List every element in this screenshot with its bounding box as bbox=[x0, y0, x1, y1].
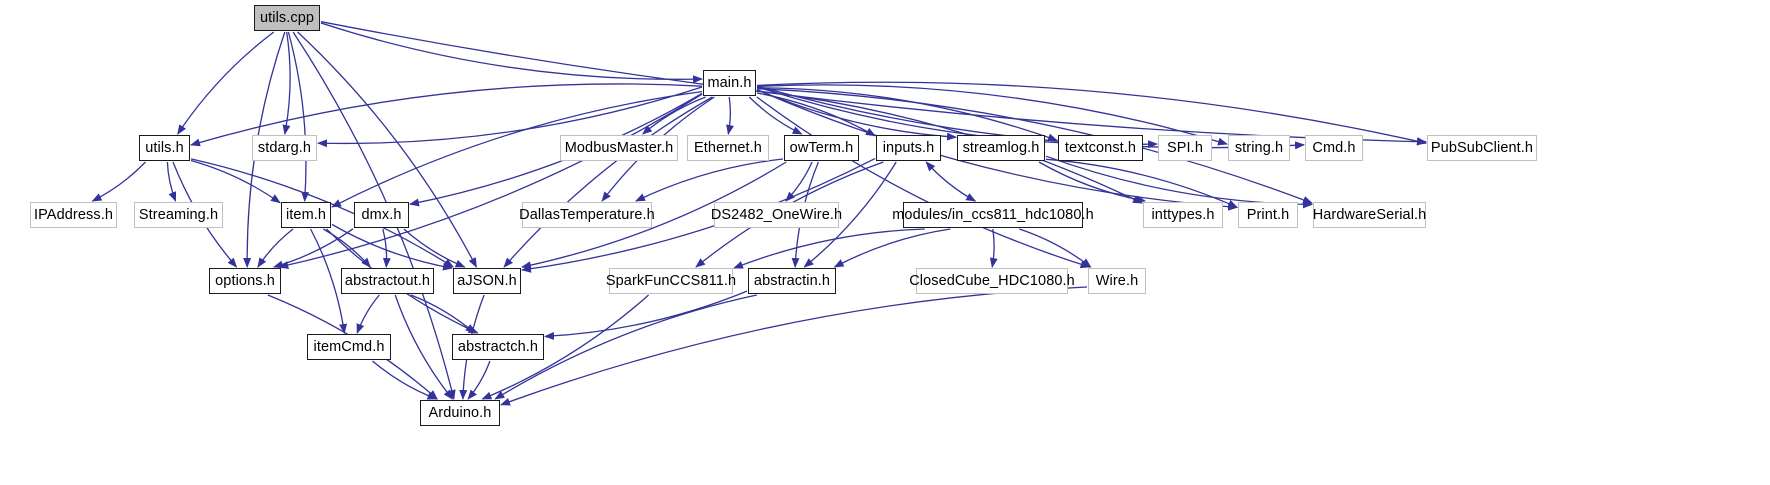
graph-edge bbox=[521, 158, 876, 273]
graph-edge bbox=[190, 83, 703, 147]
graph-edge bbox=[331, 90, 703, 208]
graph-node-closedcube-h[interactable]: ClosedCube_HDC1080.h bbox=[909, 268, 1075, 294]
graph-edge bbox=[925, 161, 977, 202]
graph-edge bbox=[756, 88, 1313, 204]
graph-node-string-h[interactable]: string.h bbox=[1228, 135, 1290, 161]
graph-edge bbox=[733, 228, 925, 269]
graph-node-modbusmaster-h[interactable]: ModbusMaster.h bbox=[560, 135, 678, 161]
graph-edge bbox=[317, 86, 703, 148]
graph-edge bbox=[756, 89, 957, 141]
graph-node-streamlog-h[interactable]: streamlog.h bbox=[957, 135, 1045, 161]
graph-edge bbox=[756, 90, 1143, 204]
graph-edge bbox=[500, 286, 1088, 406]
graph-node-itemcmd-h[interactable]: itemCmd.h bbox=[307, 334, 391, 360]
graph-node-stdarg-h[interactable]: stdarg.h bbox=[252, 135, 317, 161]
graph-node-dmx-h[interactable]: dmx.h bbox=[354, 202, 409, 228]
graph-edge bbox=[297, 31, 477, 268]
graph-node-wire-h[interactable]: Wire.h bbox=[1088, 268, 1146, 294]
graph-edge bbox=[467, 360, 491, 400]
graph-node-abstractch-h[interactable]: abstractch.h bbox=[452, 334, 544, 360]
graph-edge bbox=[635, 158, 784, 202]
graph-edge bbox=[642, 96, 706, 135]
graph-edge bbox=[91, 161, 146, 202]
graph-edge bbox=[372, 360, 438, 400]
graph-edge bbox=[785, 161, 813, 202]
graph-node-options-h[interactable]: options.h bbox=[209, 268, 281, 294]
graph-node-inttypes-h[interactable]: inttypes.h bbox=[1143, 202, 1223, 228]
graph-node-pubsubclient-h[interactable]: PubSubClient.h bbox=[1427, 135, 1537, 161]
graph-node-print-h[interactable]: Print.h bbox=[1238, 202, 1298, 228]
graph-node-dallastemp-h[interactable]: DallasTemperature.h bbox=[519, 202, 655, 228]
graph-node-owterm-h[interactable]: owTerm.h bbox=[784, 135, 859, 161]
graph-edge bbox=[756, 96, 1091, 269]
graph-edge bbox=[1019, 228, 1092, 268]
graph-node-inputs-h[interactable]: inputs.h bbox=[876, 135, 941, 161]
graph-edge bbox=[410, 294, 476, 334]
graph-node-ajson-h[interactable]: aJSON.h bbox=[453, 268, 521, 294]
graph-edge bbox=[494, 294, 757, 400]
graph-edge bbox=[382, 228, 391, 268]
graph-edge bbox=[989, 228, 998, 268]
graph-node-ipaddress-h[interactable]: IPAddress.h bbox=[30, 202, 117, 228]
graph-edge bbox=[322, 228, 371, 268]
graph-node-textconst-h[interactable]: textconst.h bbox=[1058, 135, 1143, 161]
graph-node-cmd-h[interactable]: Cmd.h bbox=[1305, 135, 1363, 161]
graph-edge bbox=[726, 96, 734, 135]
graph-edge bbox=[756, 81, 1427, 146]
graph-node-arduino-h[interactable]: Arduino.h bbox=[420, 400, 500, 426]
graph-edge bbox=[356, 294, 380, 334]
graph-node-ds2482-h[interactable]: DS2482_OneWire.h bbox=[711, 202, 842, 228]
graph-node-sparkfun-h[interactable]: SparkFunCCS811.h bbox=[606, 268, 736, 294]
graph-node-spi-h[interactable]: SPI.h bbox=[1158, 135, 1212, 161]
graph-node-streaming-h[interactable]: Streaming.h bbox=[134, 202, 223, 228]
graph-edge bbox=[833, 228, 951, 268]
graph-edge bbox=[521, 161, 787, 270]
graph-node-hardwareserial-h[interactable]: HardwareSerial.h bbox=[1313, 202, 1426, 228]
graph-edge bbox=[310, 228, 348, 334]
graph-edge bbox=[331, 223, 453, 271]
graph-edge bbox=[503, 96, 713, 268]
graph-edge bbox=[394, 294, 453, 400]
graph-edge bbox=[282, 31, 291, 135]
graph-edge bbox=[481, 294, 650, 400]
graph-edge bbox=[1038, 161, 1146, 204]
graph-edge bbox=[190, 159, 281, 204]
graph-edge bbox=[403, 228, 466, 268]
graph-edge bbox=[257, 228, 294, 268]
graph-edge bbox=[190, 158, 454, 268]
graph-edge bbox=[166, 161, 177, 202]
graph-node-utils-h[interactable]: utils.h bbox=[139, 135, 190, 161]
graph-node-abstractout-h[interactable]: abstractout.h bbox=[341, 268, 434, 294]
graph-edge bbox=[273, 228, 354, 269]
graph-edge bbox=[287, 31, 310, 202]
graph-node-main-h[interactable]: main.h bbox=[703, 70, 756, 96]
graph-edge bbox=[177, 31, 275, 135]
graph-node-item-h[interactable]: item.h bbox=[281, 202, 331, 228]
graph-edge bbox=[925, 161, 976, 202]
graph-edge bbox=[278, 93, 703, 269]
graph-edge bbox=[544, 290, 748, 340]
graph-node-utils-cpp[interactable]: utils.cpp bbox=[254, 5, 320, 31]
graph-edge bbox=[756, 84, 1228, 146]
graph-edge bbox=[409, 92, 703, 207]
graph-edge bbox=[803, 161, 897, 268]
graph-edge bbox=[756, 89, 1238, 211]
graph-node-ethernet-h[interactable]: Ethernet.h bbox=[687, 135, 769, 161]
graph-edge bbox=[320, 22, 703, 84]
graph-node-abstractin-h[interactable]: abstractin.h bbox=[748, 268, 836, 294]
graph-node-modules-h[interactable]: modules/in_ccs811_hdc1080.h bbox=[892, 202, 1094, 228]
graph-edge bbox=[748, 96, 803, 135]
